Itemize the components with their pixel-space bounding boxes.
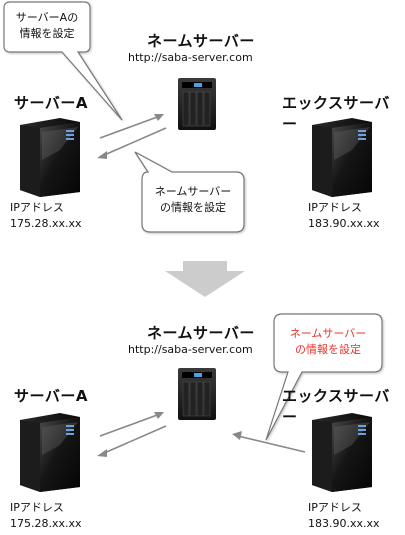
server-a-title: サーバーA bbox=[14, 94, 88, 112]
arrow-to-server-a bbox=[97, 127, 167, 159]
arrow-to-server-a-bottom bbox=[97, 425, 167, 457]
bubble-line: ネームサーバー bbox=[289, 327, 367, 340]
bubble-name-server-text: ネームサーバー の情報を設定 bbox=[144, 184, 242, 216]
arrow-x-server-to-name-server bbox=[232, 431, 306, 453]
bubble-x-server-text: ネームサーバー の情報を設定 bbox=[276, 326, 380, 358]
x-server-ip-block: IPアドレス 183.90.xx.xx bbox=[308, 200, 380, 232]
bubble-x-server bbox=[265, 313, 383, 441]
bubble-server-a-text: サーバーAの 情報を設定 bbox=[6, 10, 88, 42]
x-server-title: エックスサーバー bbox=[282, 94, 390, 133]
server-a-ip-block: IPアドレス 175.28.xx.xx bbox=[10, 200, 82, 232]
server-a-ip-block-bottom: IPアドレス 175.28.xx.xx bbox=[10, 500, 82, 532]
ip-value: 183.90.xx.xx bbox=[308, 217, 380, 230]
ip-value: 175.28.xx.xx bbox=[10, 517, 82, 530]
arrow-to-name-server-bottom bbox=[99, 412, 164, 437]
x-server-tower-icon bbox=[312, 118, 372, 197]
bubble-line: の情報を設定 bbox=[160, 201, 226, 214]
name-server-title-bottom: ネームサーバー bbox=[147, 324, 255, 342]
name-server-title: ネームサーバー bbox=[147, 32, 255, 50]
x-server-ip-block-bottom: IPアドレス 183.90.xx.xx bbox=[308, 500, 380, 532]
server-a-title-bottom: サーバーA bbox=[14, 387, 88, 405]
bubble-server-a bbox=[3, 1, 123, 121]
bubble-line: サーバーAの bbox=[15, 11, 79, 24]
ip-value: 175.28.xx.xx bbox=[10, 217, 82, 230]
server-a-tower-icon-bottom bbox=[20, 413, 80, 492]
ip-label: IPアドレス bbox=[308, 201, 362, 214]
transition-down-arrow bbox=[165, 261, 245, 297]
bubble-name-server bbox=[134, 151, 245, 233]
x-server-tower-icon-bottom bbox=[312, 413, 372, 492]
name-server-url: http://saba-server.com bbox=[128, 51, 253, 64]
ip-value: 183.90.xx.xx bbox=[308, 517, 380, 530]
name-server-icon-bottom bbox=[178, 368, 216, 420]
ip-label: IPアドレス bbox=[10, 201, 64, 214]
bubble-line: ネームサーバー bbox=[154, 185, 232, 198]
bubble-line: 情報を設定 bbox=[19, 27, 75, 40]
ip-label: IPアドレス bbox=[308, 501, 362, 514]
name-server-url-bottom: http://saba-server.com bbox=[128, 343, 253, 356]
x-server-title-bottom: エックスサーバー bbox=[282, 387, 390, 426]
ip-label: IPアドレス bbox=[10, 501, 64, 514]
bubble-line: の情報を設定 bbox=[295, 343, 361, 356]
name-server-icon bbox=[178, 78, 216, 130]
server-a-tower-icon bbox=[20, 118, 80, 197]
arrow-to-name-server bbox=[99, 114, 164, 139]
